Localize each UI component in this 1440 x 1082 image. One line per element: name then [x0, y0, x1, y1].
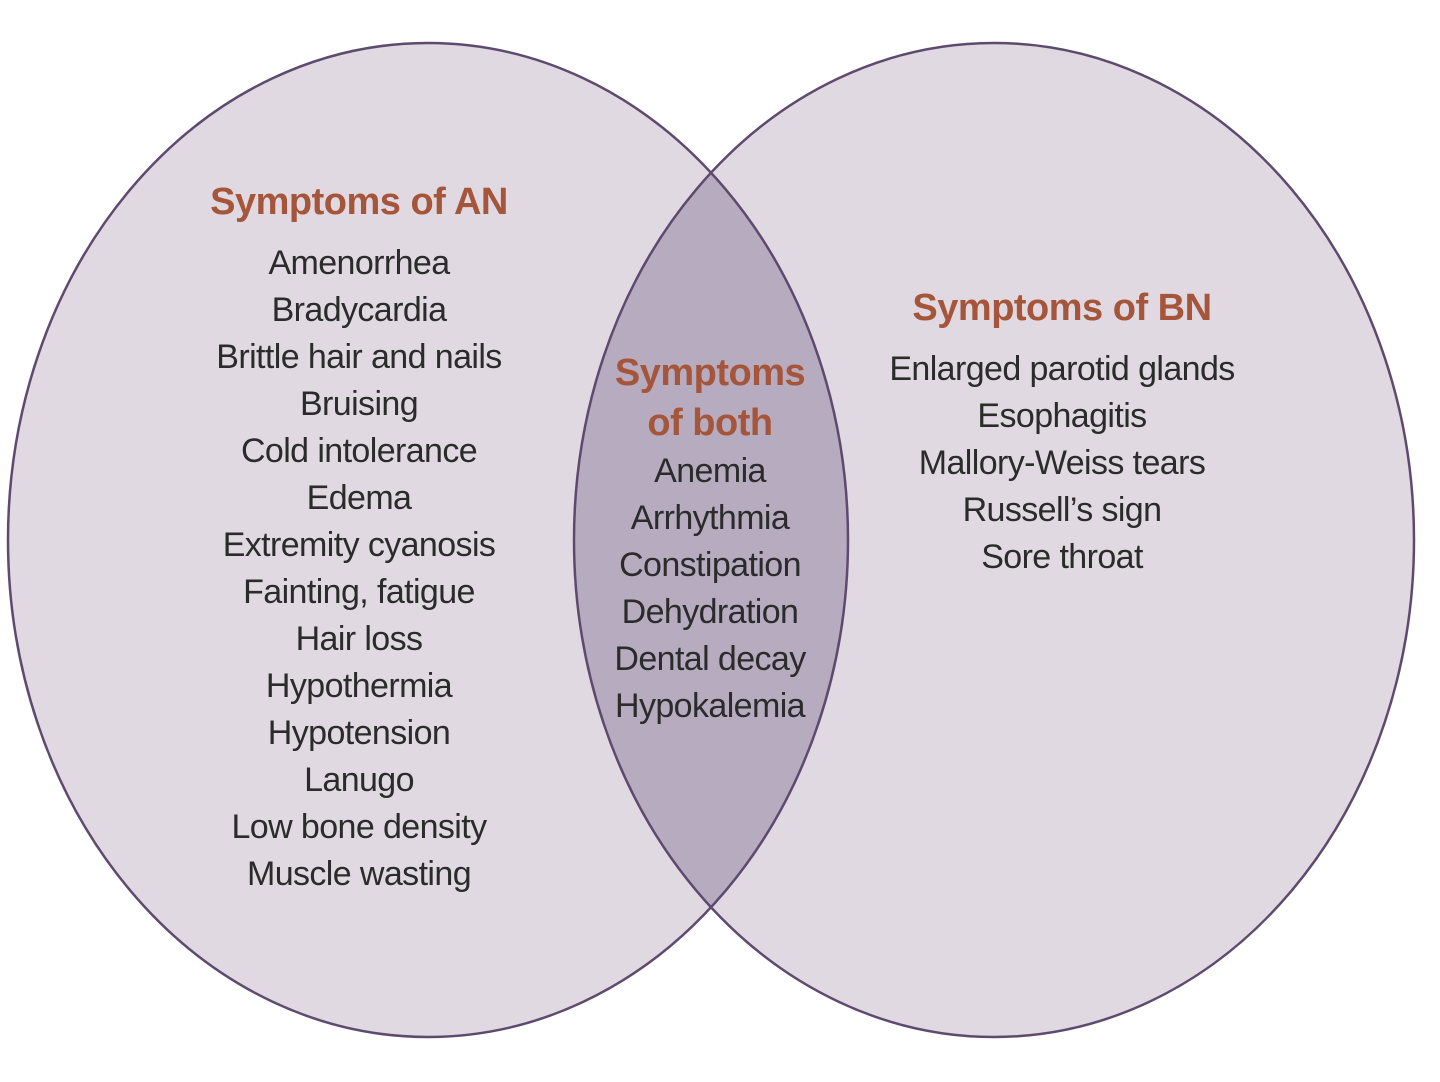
an-symptom: Bruising: [299, 385, 419, 423]
an-symptom: Fainting, fatigue: [243, 573, 475, 611]
an-symptom: Extremity cyanosis: [222, 526, 496, 564]
bn-symptom: Mallory-Weiss tears: [918, 444, 1206, 482]
shared-symptom: Hypokalemia: [615, 687, 806, 725]
an-symptom: Brittle hair and nails: [216, 338, 502, 376]
shared-symptom: Dehydration: [621, 593, 799, 631]
an-symptom: Hypothermia: [265, 667, 453, 705]
overlap-region: [574, 43, 848, 1037]
bn-symptom: Sore throat: [981, 538, 1143, 576]
bn-heading: Symptoms of BN: [912, 287, 1212, 329]
an-symptom: Low bone density: [231, 808, 487, 846]
an-symptom: Amenorrhea: [268, 244, 450, 282]
bn-symptom: Esophagitis: [977, 397, 1147, 435]
an-symptom: Muscle wasting: [246, 855, 472, 893]
an-symptom: Hair loss: [295, 620, 423, 658]
bn-symptom: Enlarged parotid glands: [889, 350, 1235, 388]
shared-symptom: Anemia: [654, 452, 766, 490]
shared-symptom: Arrhythmia: [630, 499, 790, 537]
shared-symptom: Constipation: [619, 546, 801, 584]
shared-symptom: Dental decay: [614, 640, 806, 678]
bn-symptom: Russell’s sign: [962, 491, 1162, 529]
an-circle-outline: [6, 41, 850, 1039]
an-symptom: Edema: [306, 479, 412, 517]
both-heading-line-2: of both: [647, 402, 773, 444]
an-symptom: Cold intolerance: [240, 432, 478, 470]
an-symptom: Lanugo: [304, 761, 414, 799]
bn-circle-outline: [572, 41, 1416, 1039]
both-heading-line-1: Symptoms: [614, 352, 806, 394]
an-symptom: Bradycardia: [271, 291, 447, 329]
an-heading: Symptoms of AN: [210, 181, 508, 223]
an-symptom: Hypotension: [267, 714, 451, 752]
